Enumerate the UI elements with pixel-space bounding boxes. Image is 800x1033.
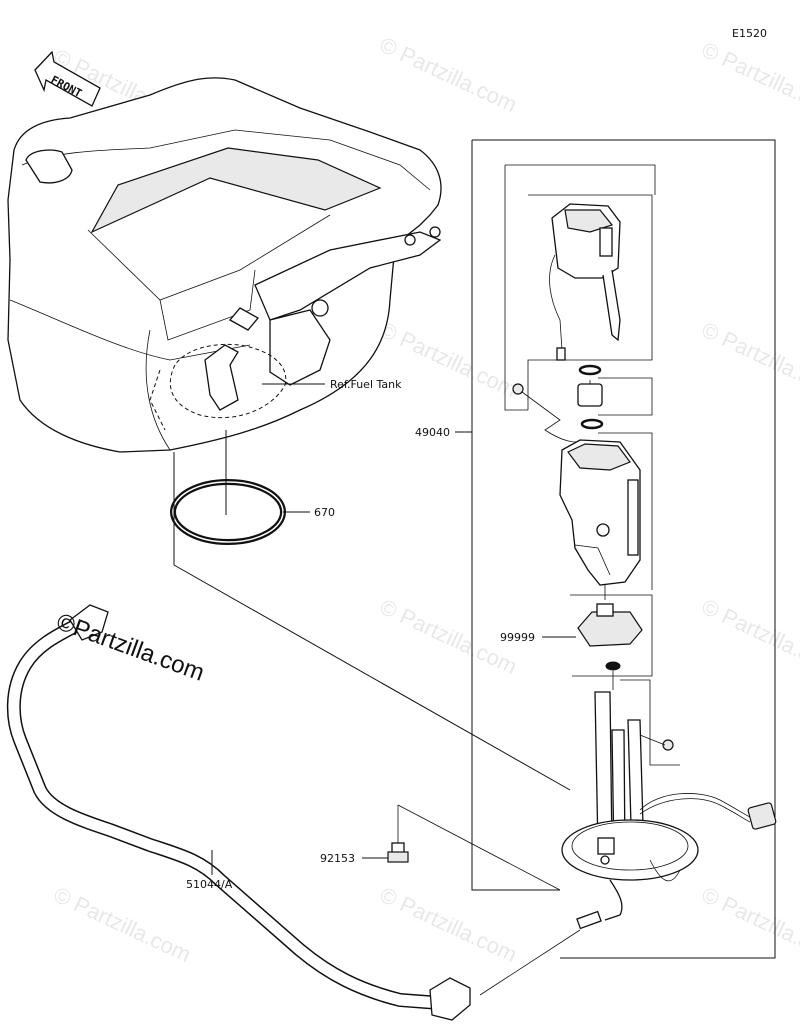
diagram-code: E1520 (732, 27, 767, 40)
regulator (577, 380, 603, 407)
watermark: © Partzilla.com (698, 594, 800, 679)
label-fuel-tank-ref: Ref.Fuel Tank (330, 378, 402, 391)
fuel-hose (6, 604, 581, 1021)
watermark: © Partzilla.com (376, 32, 521, 117)
fuel-tank (7, 77, 442, 453)
watermark: © Partzilla.com (698, 317, 800, 402)
harness-connector (747, 802, 777, 830)
nut (512, 383, 524, 395)
o-ring-upper (578, 364, 602, 376)
o-ring-lower (580, 418, 604, 430)
watermark: © Partzilla.com (376, 882, 521, 967)
label-92153: 92153 (320, 852, 355, 865)
watermark: © Partzilla.com (50, 882, 195, 967)
label-51044a: 51044/A (186, 878, 233, 891)
fuel-sender-unit (549, 203, 621, 361)
fuel-pump-body (559, 439, 641, 600)
gasket-670 (170, 430, 310, 545)
label-99999: 99999 (500, 631, 535, 644)
watermark-big: ©Partzilla.com (53, 608, 208, 686)
bolt-92153 (387, 804, 561, 891)
label-670: 670 (314, 506, 335, 519)
label-49040: 49040 (415, 426, 450, 439)
pump-flange (561, 819, 699, 930)
watermark: © Partzilla.com (698, 882, 800, 967)
watermark: © Partzilla.com (698, 37, 800, 122)
bracket-99999 (577, 603, 643, 647)
partzilla-logo: ©Partzilla.com (53, 608, 208, 686)
washer (605, 661, 621, 671)
